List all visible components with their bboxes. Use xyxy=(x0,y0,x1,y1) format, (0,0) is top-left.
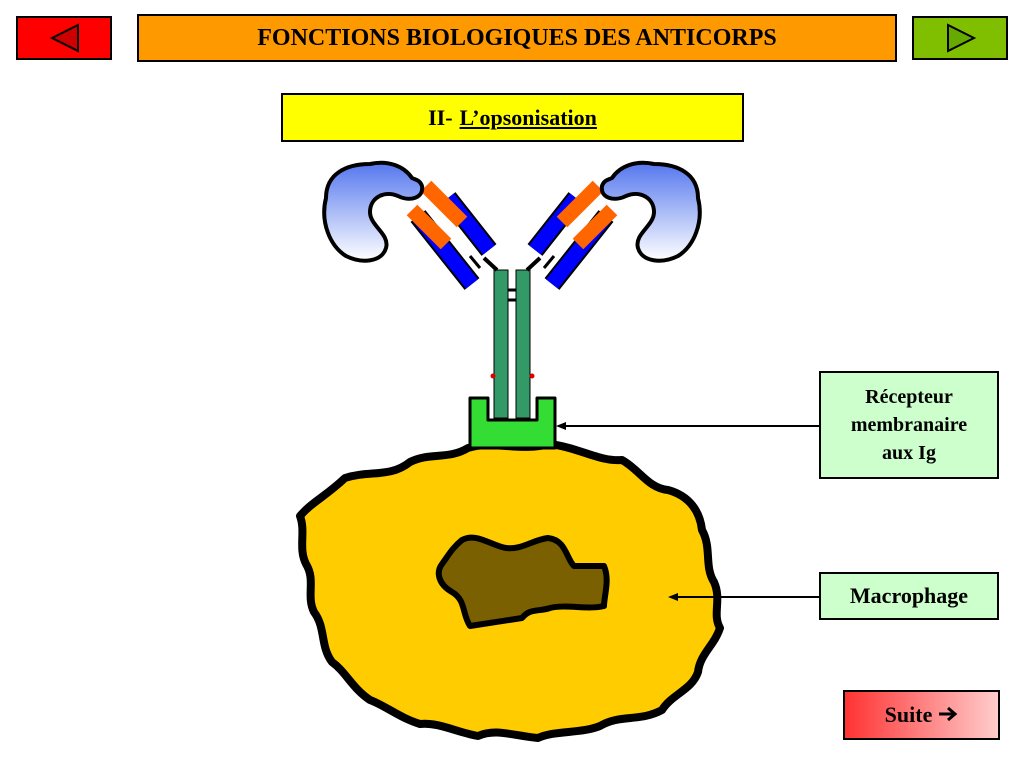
fc-receptor xyxy=(468,396,557,450)
heavy-chain-fc-left xyxy=(493,269,509,419)
receptor-label: Récepteur membranaire aux Ig xyxy=(819,371,999,479)
antigen-left xyxy=(322,160,425,263)
fab-arm-left xyxy=(406,180,497,290)
antigen-right xyxy=(599,160,702,263)
macrophage-label-text: Macrophage xyxy=(849,583,969,608)
triangle-right-icon xyxy=(947,23,977,53)
heavy-chain-fc-right xyxy=(515,269,531,419)
suite-button[interactable]: Suite xyxy=(843,690,1000,740)
triangle-left-icon xyxy=(49,23,79,53)
receptor-label-text: Récepteur membranaire aux Ig xyxy=(850,386,968,464)
page-title-text: FONCTIONS BIOLOGIQUES DES ANTICORPS xyxy=(257,24,777,51)
arrow-right-icon xyxy=(938,702,958,728)
nucleus xyxy=(435,534,610,629)
next-slide-button[interactable] xyxy=(912,16,1008,60)
suite-label: Suite xyxy=(884,702,933,727)
section-title: II- L’opsonisation xyxy=(281,93,744,142)
section-title-text: L’opsonisation xyxy=(459,104,597,130)
fab-arm-right xyxy=(527,180,618,290)
macrophage-pointer-arrow xyxy=(668,593,819,601)
receptor-pointer-arrow xyxy=(556,422,819,430)
page-title: FONCTIONS BIOLOGIQUES DES ANTICORPS xyxy=(137,14,897,62)
previous-slide-button[interactable] xyxy=(16,16,112,60)
section-number: II- xyxy=(428,104,453,130)
macrophage-label: Macrophage xyxy=(819,572,999,620)
